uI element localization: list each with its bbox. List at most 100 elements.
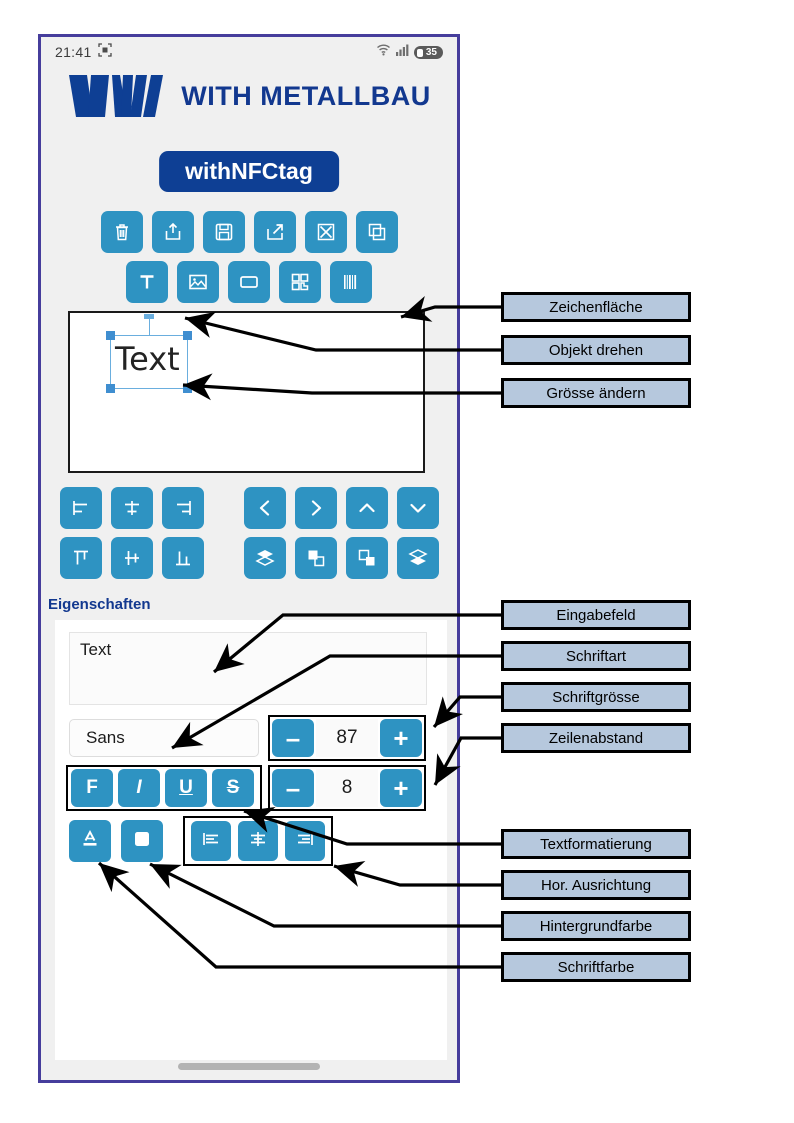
font-family-select[interactable]: Sans <box>69 719 259 757</box>
text-align-center-button[interactable] <box>238 821 278 861</box>
underline-button[interactable]: U <box>165 769 207 807</box>
trash-icon <box>111 221 133 243</box>
layers-back-icon <box>407 547 429 569</box>
canvas-text-label: Text <box>115 340 180 378</box>
callout-textformatierung: Textformatierung <box>501 829 691 859</box>
align-middle-icon <box>121 497 143 519</box>
align-text-right-icon <box>294 828 316 855</box>
signal-bars-icon <box>395 43 409 61</box>
background-color-icon <box>130 827 154 856</box>
callout-eingabefeld: Eingabefeld <box>501 600 691 630</box>
bring-forward-button[interactable] <box>294 537 337 579</box>
move-right-button[interactable] <box>294 487 337 529</box>
add-qr-button[interactable] <box>279 261 321 303</box>
align-text-left-icon <box>200 828 222 855</box>
chevron-up-icon <box>356 497 378 519</box>
callout-objekt-drehen: Objekt drehen <box>501 335 691 365</box>
square-backward-icon <box>356 547 378 569</box>
send-backward-button[interactable] <box>345 537 388 579</box>
move-left-button[interactable] <box>243 487 286 529</box>
brand-header: WITH METALLBAU <box>41 73 457 119</box>
properties-panel: Text Sans – 87 + – 8 + F I U S <box>55 620 447 1060</box>
background-color-button[interactable] <box>121 820 163 862</box>
callout-zeichenflaeche: Zeichenfläche <box>501 292 691 322</box>
font-size-increase-button[interactable]: + <box>380 719 422 757</box>
status-time: 21:41 <box>55 44 92 60</box>
align-left-edge-button[interactable] <box>59 537 102 579</box>
barcode-icon <box>340 271 362 293</box>
image-icon <box>187 271 209 293</box>
save-button[interactable] <box>202 211 245 253</box>
move-up-button[interactable] <box>345 487 388 529</box>
upload-button[interactable] <box>151 211 194 253</box>
italic-button[interactable]: I <box>118 769 160 807</box>
font-color-button[interactable] <box>69 820 111 862</box>
send-to-back-button[interactable] <box>396 537 439 579</box>
insert-toolbar <box>41 261 457 303</box>
qr-code-icon <box>289 271 311 293</box>
text-input[interactable]: Text <box>69 632 427 705</box>
resize-handle-bottom-left[interactable] <box>106 384 115 393</box>
align-middle-button[interactable] <box>110 487 153 529</box>
line-spacing-increase-button[interactable]: + <box>380 769 422 807</box>
x-box-icon <box>315 221 337 243</box>
resize-handle-top-left[interactable] <box>106 331 115 340</box>
chevron-down-icon <box>407 497 429 519</box>
canvas-text-object[interactable]: Text <box>106 314 192 393</box>
font-size-stepper: – 87 + <box>268 715 426 761</box>
align-bottom-icon <box>172 497 194 519</box>
floppy-disk-icon <box>213 221 235 243</box>
app-title-badge: withNFCtag <box>159 151 339 192</box>
wm-logo-icon <box>67 73 171 119</box>
callout-schriftart: Schriftart <box>501 641 691 671</box>
callout-hor-ausrichtung: Hor. Ausrichtung <box>501 870 691 900</box>
chevron-right-icon <box>305 497 327 519</box>
bold-button[interactable]: F <box>71 769 113 807</box>
resize-handle-bottom-right[interactable] <box>183 384 192 393</box>
align-top-icon <box>70 497 92 519</box>
add-text-button[interactable] <box>126 261 168 303</box>
line-spacing-value[interactable]: 8 <box>316 769 378 807</box>
properties-title: Eigenschaften <box>48 596 151 613</box>
font-size-value[interactable]: 87 <box>316 719 378 757</box>
rotate-handle[interactable] <box>144 314 154 319</box>
text-align-left-button[interactable] <box>191 821 231 861</box>
add-image-button[interactable] <box>177 261 219 303</box>
align-center-vertical-button[interactable] <box>110 537 153 579</box>
align-right-edge-button[interactable] <box>161 537 204 579</box>
font-size-decrease-button[interactable]: – <box>272 719 314 757</box>
callout-schriftfarbe: Schriftfarbe <box>501 952 691 982</box>
rectangle-icon <box>238 271 260 293</box>
align-text-center-icon <box>247 828 269 855</box>
resize-handle-top-right[interactable] <box>183 331 192 340</box>
clear-button[interactable] <box>304 211 347 253</box>
line-spacing-decrease-button[interactable]: – <box>272 769 314 807</box>
home-indicator <box>178 1063 320 1070</box>
phone-frame: 21:41 <box>38 34 460 1083</box>
battery-indicator: 35 <box>413 45 443 59</box>
status-bar: 21:41 <box>41 37 457 67</box>
font-color-icon <box>78 827 102 856</box>
upload-icon <box>162 221 184 243</box>
callout-zeilenabstand: Zeilenabstand <box>501 723 691 753</box>
drawing-canvas[interactable]: Text <box>68 311 425 473</box>
chevron-left-icon <box>254 497 276 519</box>
move-down-button[interactable] <box>396 487 439 529</box>
horizontal-align-group <box>183 816 333 866</box>
send-button[interactable] <box>253 211 296 253</box>
layers-front-icon <box>254 547 276 569</box>
strikethrough-button[interactable]: S <box>212 769 254 807</box>
delete-button[interactable] <box>100 211 143 253</box>
toolbar-gap <box>213 487 235 529</box>
align-right-vertical-icon <box>172 547 194 569</box>
bring-to-front-button[interactable] <box>243 537 286 579</box>
align-center-vertical-icon <box>121 547 143 569</box>
add-barcode-button[interactable] <box>330 261 372 303</box>
duplicate-button[interactable] <box>355 211 398 253</box>
align-top-button[interactable] <box>59 487 102 529</box>
wifi-icon <box>376 43 391 61</box>
add-rect-button[interactable] <box>228 261 270 303</box>
text-align-right-button[interactable] <box>285 821 325 861</box>
text-format-group: F I U S <box>66 765 262 811</box>
align-bottom-button[interactable] <box>161 487 204 529</box>
